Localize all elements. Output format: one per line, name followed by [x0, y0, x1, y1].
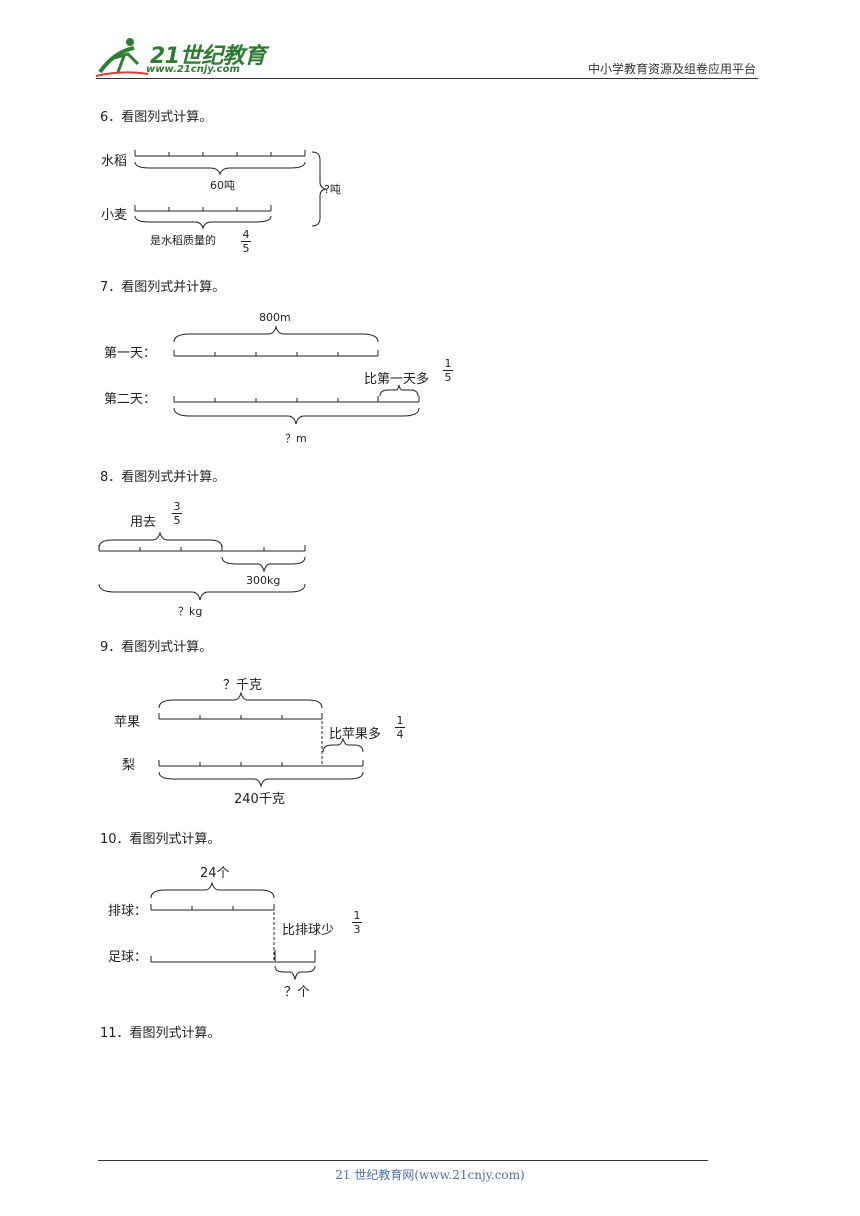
- header-platform-text: 中小学教育资源及组卷应用平台: [587, 62, 756, 76]
- p10-label-note: 比排球少: [282, 923, 335, 938]
- p8-fraction: 3 5: [171, 500, 183, 527]
- p9-fraction: 1 4: [394, 714, 406, 741]
- p10-frac-bar: [352, 922, 362, 923]
- problem-9-prompt: 9．看图列式计算。: [100, 640, 213, 655]
- p6-label-wheat: 小麦: [101, 208, 128, 223]
- p7-diagram: [173, 325, 420, 425]
- brand-name: 21世纪教育: [150, 44, 266, 69]
- p10-fraction: 1 3: [351, 909, 363, 936]
- runner-logo-icon: [95, 38, 149, 77]
- p8-diagram: [98, 531, 306, 601]
- p7-frac-bar: [443, 370, 453, 371]
- p7-label-day1: 第一天：: [104, 346, 157, 361]
- p6-frac-bar: [241, 241, 251, 242]
- p7-label-note: 比第一天多: [364, 372, 430, 387]
- p7-frac-num: 1: [444, 357, 452, 370]
- footer-divider: [98, 1160, 708, 1161]
- p7-label-day2: 第二天：: [104, 392, 157, 407]
- p6-fraction: 4 5: [240, 228, 252, 255]
- p6-label-rice: 水稻: [101, 154, 128, 169]
- p9-label-apple: 苹果: [114, 715, 141, 730]
- p7-frac-den: 5: [444, 371, 452, 384]
- p8-label-bottom: ？kg: [178, 605, 203, 618]
- p6-label-note: 是水稻质量的: [150, 234, 216, 247]
- p9-diagram: [158, 691, 364, 788]
- problem-6-prompt: 6．看图列式计算。: [100, 110, 213, 125]
- p9-label-note: 比苹果多: [329, 727, 382, 742]
- p6-frac-num: 4: [242, 228, 250, 241]
- p9-label-bottom: 240千克: [234, 792, 285, 807]
- p6-label-sum: ?吨: [324, 183, 341, 196]
- p6-frac-den: 5: [242, 242, 250, 255]
- p10-label-volleyball: 排球：: [108, 904, 148, 919]
- p8-frac-num: 3: [173, 500, 181, 513]
- p10-label-football: 足球：: [108, 950, 148, 965]
- p10-label-bottom: ？个: [284, 985, 311, 1000]
- header-divider: [96, 78, 758, 79]
- problem-11-prompt: 11．看图列式计算。: [100, 1026, 221, 1041]
- p10-frac-den: 3: [353, 923, 361, 936]
- problem-8-prompt: 8．看图列式并计算。: [100, 470, 226, 485]
- brand-url: www.21cnjy.com: [146, 64, 240, 75]
- p7-label-bottom: ？m: [285, 432, 307, 445]
- p8-frac-den: 5: [173, 514, 181, 527]
- p8-label-used: 用去: [130, 515, 157, 530]
- p9-frac-den: 4: [396, 728, 404, 741]
- p6-label-rice-total: 60吨: [210, 179, 235, 192]
- brand-logo: [94, 34, 264, 78]
- footer-text: 21 世纪教育网(www.21cnjy.com): [335, 1168, 525, 1182]
- p9-frac-num: 1: [396, 714, 404, 727]
- p9-frac-bar: [395, 727, 405, 728]
- p8-label-rest: 300kg: [246, 574, 281, 587]
- p7-label-top: 800m: [259, 311, 291, 324]
- p10-label-top: 24个: [200, 866, 230, 881]
- p7-fraction: 1 5: [442, 357, 454, 384]
- p10-frac-num: 1: [353, 909, 361, 922]
- problem-10-prompt: 10．看图列式计算。: [100, 832, 221, 847]
- p10-diagram: [150, 881, 316, 981]
- p8-frac-bar: [172, 513, 182, 514]
- p9-label-top: ？千克: [223, 678, 263, 693]
- problem-7-prompt: 7．看图列式并计算。: [100, 280, 226, 295]
- p9-label-pear: 梨: [122, 758, 136, 773]
- p6-diagram: [134, 150, 327, 230]
